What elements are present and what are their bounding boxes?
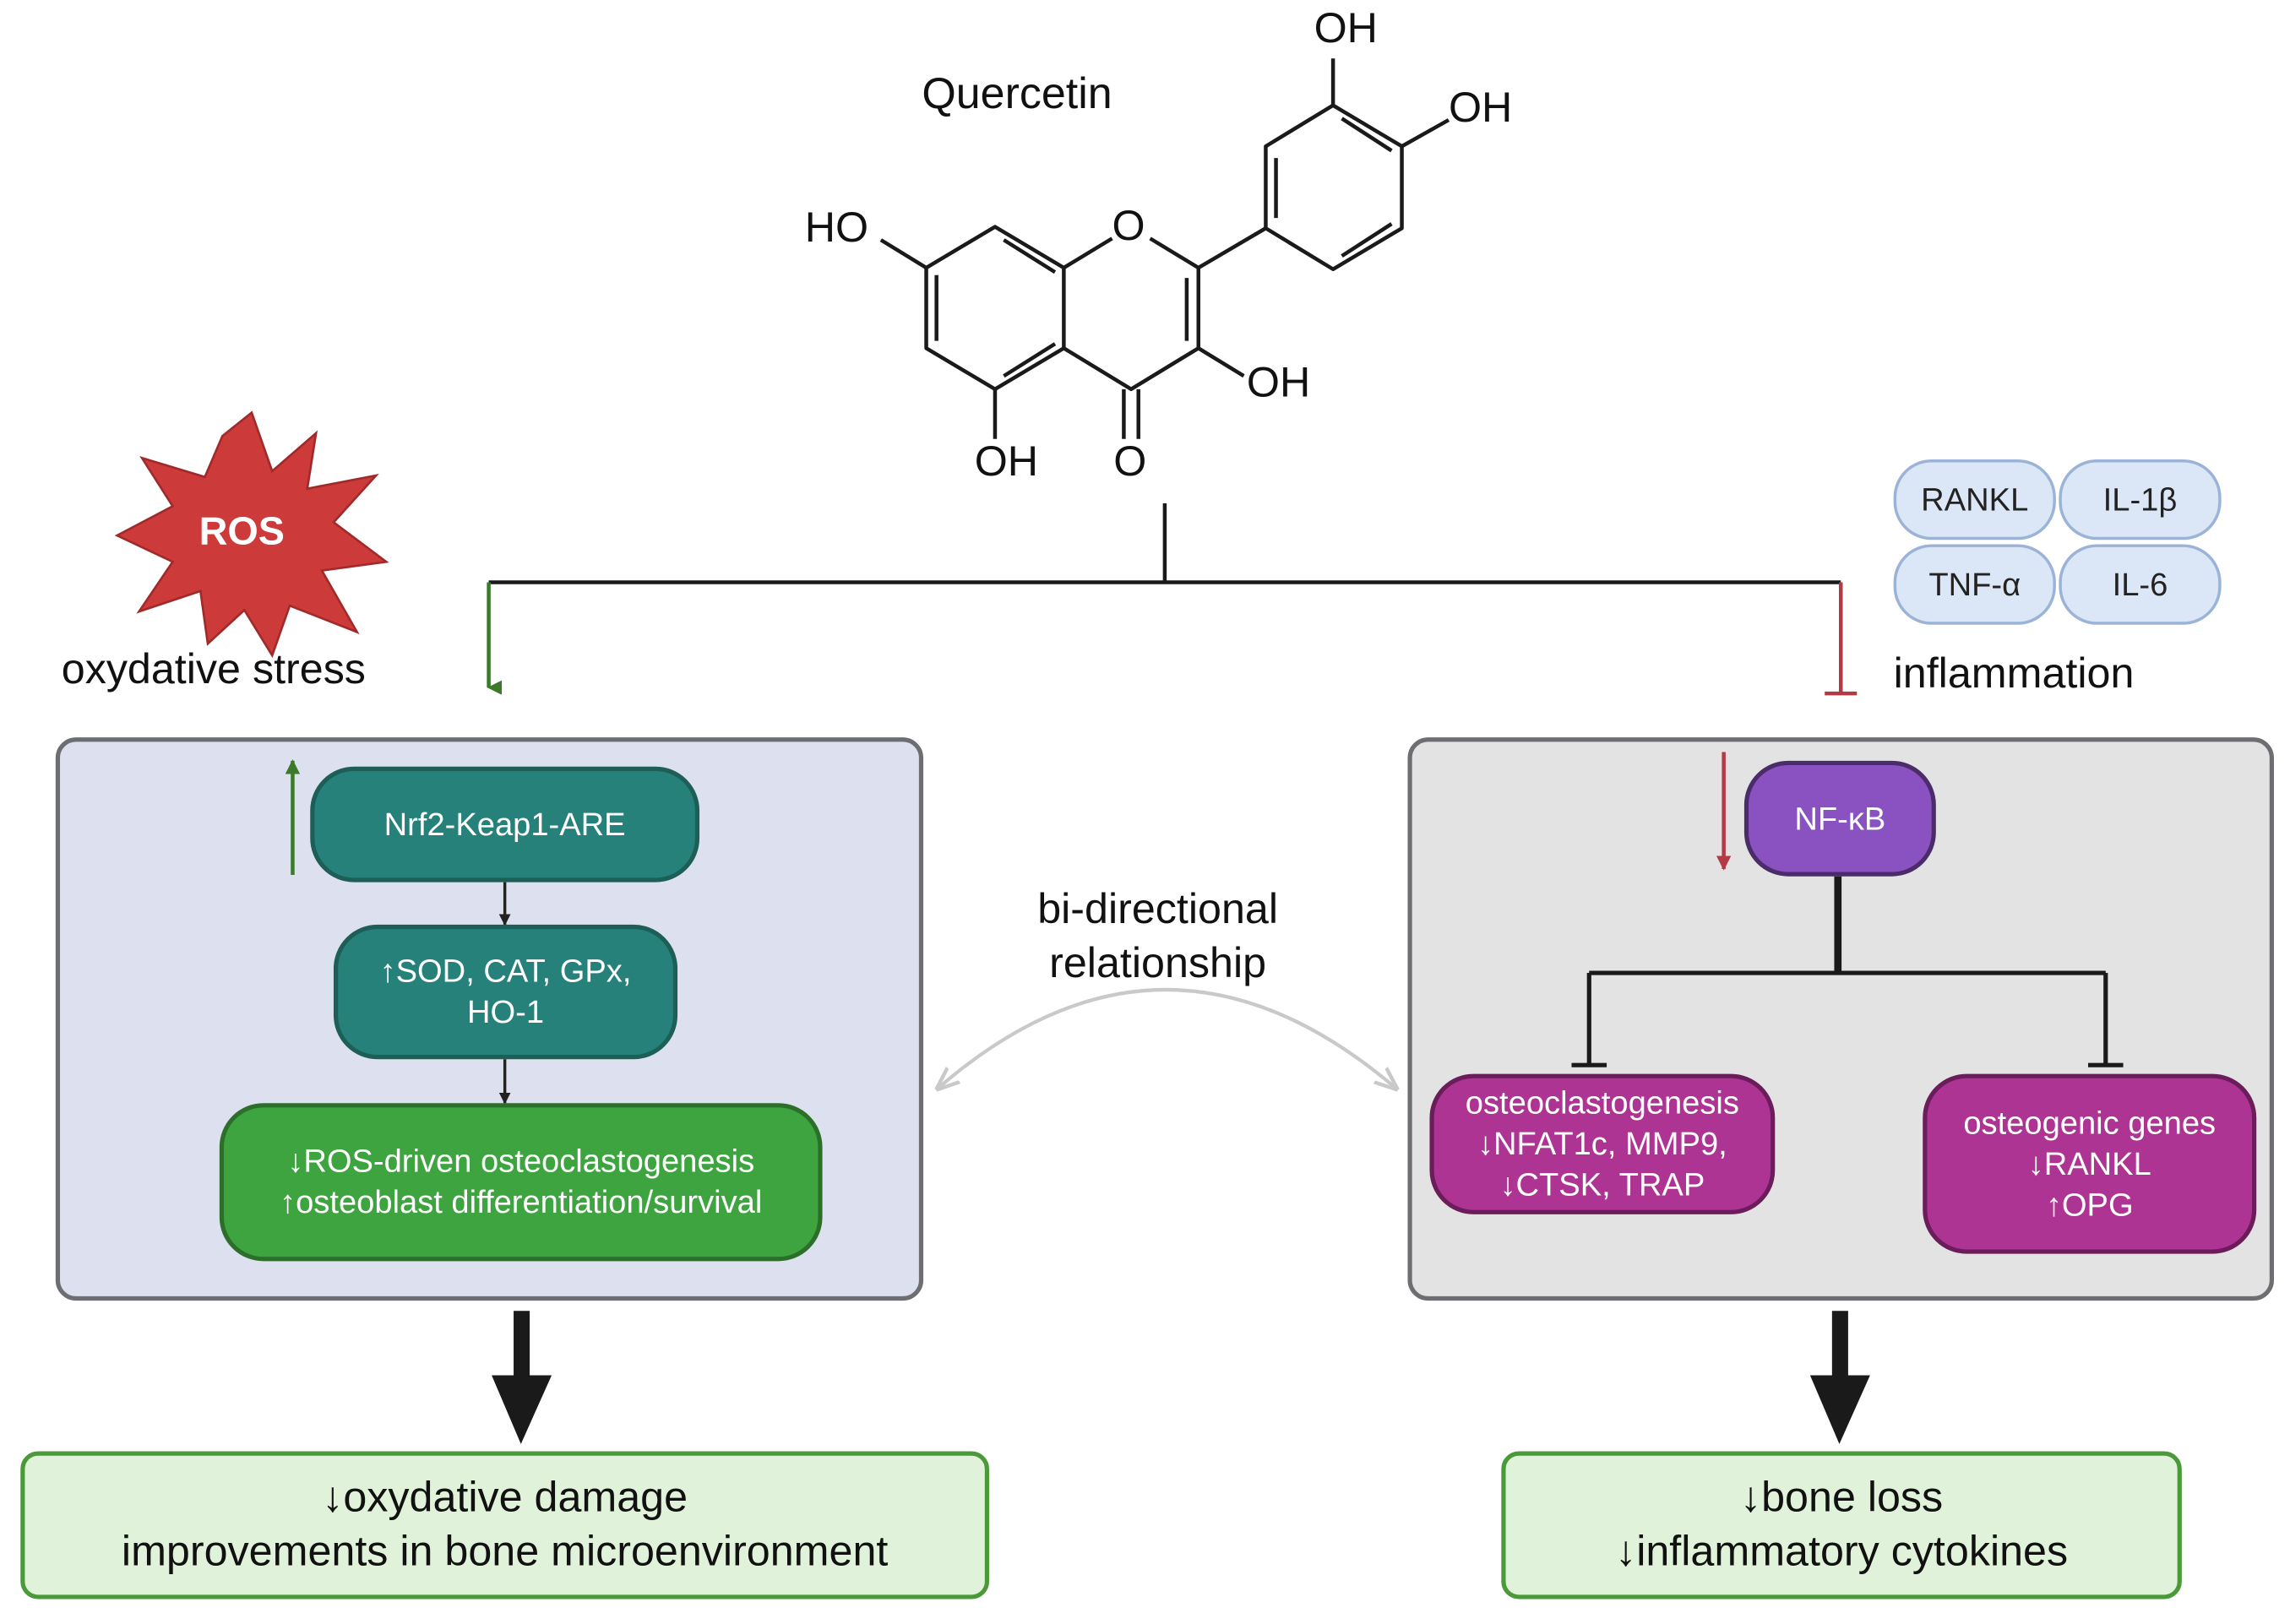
- inflammation-label: inflammation: [1893, 650, 2135, 698]
- atom-label: OH: [974, 438, 1039, 486]
- bidirectional-line: relationship: [1049, 940, 1267, 988]
- ros-badge-text: ROS: [199, 508, 285, 553]
- atom-label: OH: [1246, 360, 1311, 407]
- outcome-line: improvements in bone microenvironment: [121, 1528, 889, 1575]
- nfkb-label: NF-κB: [1794, 799, 1886, 837]
- osteogenic-line: osteogenic genes: [1963, 1104, 2217, 1141]
- enzymes-line: ↑SOD, CAT, GPx,: [379, 952, 632, 990]
- cytokine-badge: TNF-α: [1893, 544, 2056, 625]
- outcome-right-box: ↓bone loss ↓inflammatory cytokines: [1501, 1451, 2182, 1600]
- osteoclasto-line: ↓CTSK, TRAP: [1499, 1165, 1705, 1203]
- effects-line: ↓ROS-driven osteoclastogenesis: [287, 1143, 755, 1180]
- cytokine-badge: RANKL: [1893, 459, 2056, 540]
- bracket-lines: [488, 502, 1841, 584]
- bidirectional-line: bi-directional: [1037, 886, 1279, 934]
- bidirectional-arrow: [939, 987, 1395, 1087]
- cytokine-badge: IL-1β: [2059, 459, 2222, 540]
- outcome-line: ↓inflammatory cytokines: [1615, 1528, 2069, 1575]
- ros-burst-icon: [114, 410, 389, 659]
- osteo-effects-box: ↓ROS-driven osteoclastogenesis ↑osteobla…: [219, 1103, 823, 1262]
- osteoclasto-line: osteoclastogenesis: [1465, 1084, 1739, 1122]
- outcome-line: ↓bone loss: [1740, 1474, 1944, 1521]
- oxidative-stress-label: oxydative stress: [61, 646, 366, 694]
- nfkb-branch-lines: [1571, 876, 2124, 1067]
- enzymes-line: HO-1: [466, 993, 545, 1030]
- osteogenic-line: ↑OPG: [2045, 1186, 2134, 1223]
- atom-label: OH: [1448, 84, 1513, 132]
- osteogenic-genes-box: osteogenic genes ↓RANKL ↑OPG: [1923, 1073, 2257, 1254]
- nrf2-pathway-box: Nrf2-Keap1-ARE: [310, 766, 700, 883]
- atom-label: O: [1112, 203, 1145, 251]
- antioxidant-enzymes-box: ↑SOD, CAT, GPx, HO-1: [333, 924, 678, 1060]
- osteoclastogenesis-box: osteoclastogenesis ↓NFAT1c, MMP9, ↓CTSK,…: [1429, 1073, 1776, 1214]
- outcome-line: ↓oxydative damage: [322, 1474, 688, 1521]
- atom-label: OH: [1314, 5, 1378, 53]
- atom-label: HO: [804, 204, 869, 252]
- effects-line: ↑osteoblast differentiation/survival: [280, 1183, 763, 1220]
- osteogenic-line: ↓RANKL: [2027, 1144, 2151, 1181]
- bidirectional-label: bi-directional relationship: [1037, 883, 1278, 991]
- osteoclasto-line: ↓NFAT1c, MMP9,: [1477, 1125, 1727, 1162]
- cytokine-badge: IL-6: [2059, 544, 2222, 625]
- outcome-arrow-right: [1809, 1311, 1870, 1444]
- outcome-left-box: ↓oxydative damage improvements in bone m…: [20, 1451, 990, 1600]
- nrf2-pathway-label: Nrf2-Keap1-ARE: [383, 805, 626, 842]
- inhibition-arrow: [1825, 582, 1858, 696]
- molecule-name: Quercetin: [922, 70, 1112, 119]
- nfkb-box: NF-κB: [1743, 760, 1936, 877]
- atom-label: O: [1113, 438, 1147, 486]
- quercetin-structure: [879, 58, 1450, 439]
- outcome-arrow-left: [492, 1311, 552, 1444]
